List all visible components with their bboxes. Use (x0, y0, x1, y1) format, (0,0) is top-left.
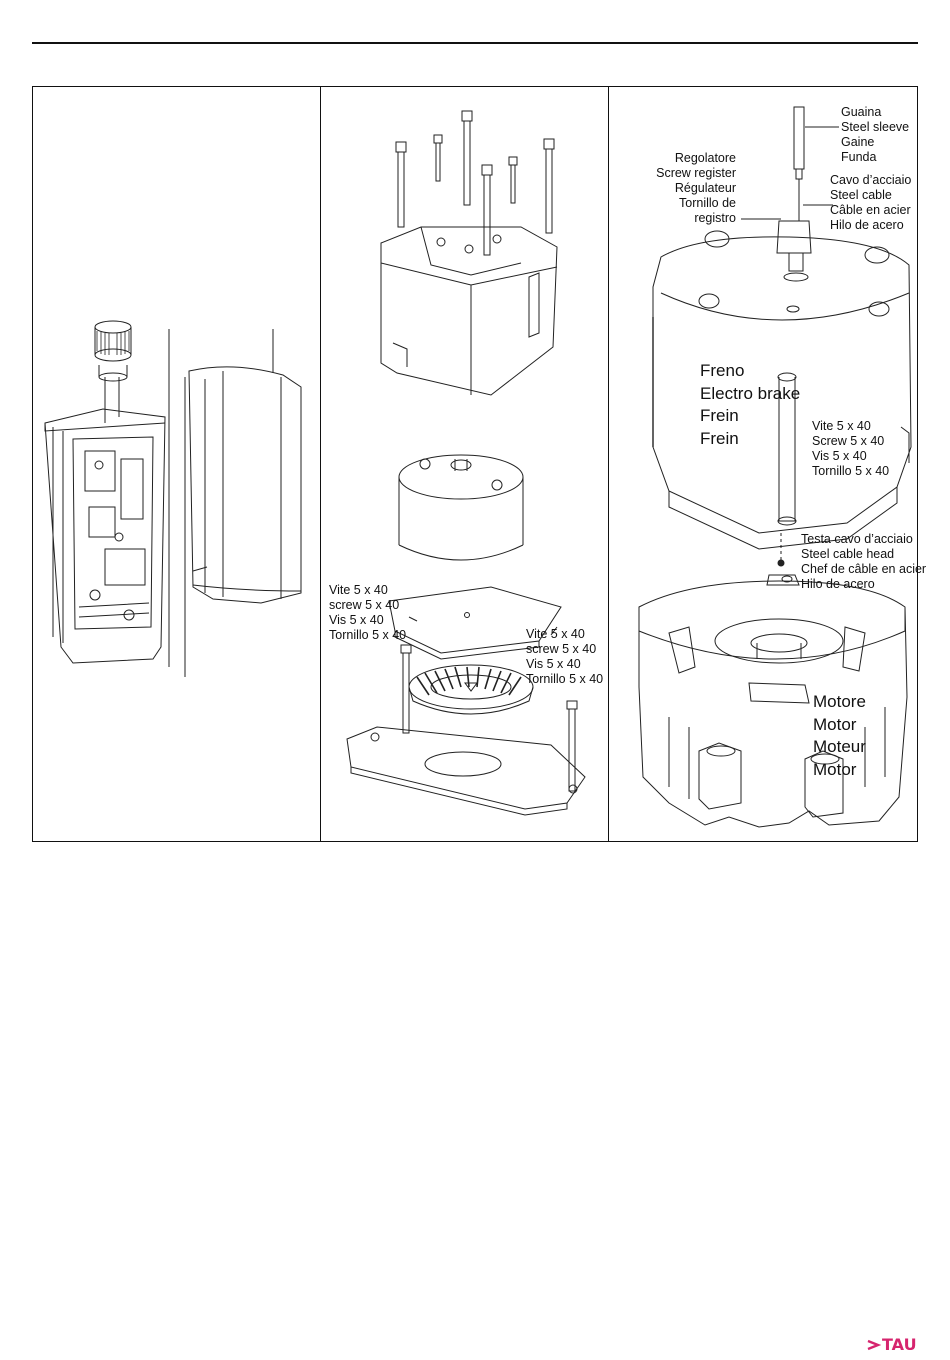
screw-label-upper: Vite 5 x 40 screw 5 x 40 Vis 5 x 40 Torn… (329, 583, 407, 642)
electro-brake-label: Freno Electro brake Frein Frein (700, 361, 801, 448)
motor-label: Motore Motor Moteur Motor (813, 692, 866, 779)
base-plate-icon (346, 726, 586, 816)
friction-plate-icon (388, 586, 562, 660)
screw-icon (400, 644, 578, 792)
screw-icon (395, 110, 555, 256)
side-cover-icon (188, 366, 302, 604)
brand-logo: TAU (882, 1335, 917, 1354)
motor-brake-drawing (638, 106, 912, 828)
steel-sleeve-icon (793, 106, 805, 221)
steel-cable-label: Cavo d’acciaio Steel cable Câble en acie… (830, 173, 912, 232)
panel-brake-assembly: Vite 5 x 40 screw 5 x 40 Vis 5 x 40 Torn… (321, 87, 608, 841)
gearbox-drawing (44, 320, 302, 677)
pinion-gear-icon (94, 320, 132, 382)
electro-brake-icon (652, 230, 912, 550)
steel-cable-head-label: Testa cavo d’acciaio Steel cable head Ch… (801, 532, 927, 591)
panel-divider (320, 87, 321, 841)
figure-frame: Vite 5 x 40 screw 5 x 40 Vis 5 x 40 Torn… (32, 86, 926, 842)
brake-screw-label: Vite 5 x 40 Screw 5 x 40 Vis 5 x 40 Torn… (812, 419, 890, 478)
header-rule (32, 42, 918, 44)
brake-assembly-drawing (346, 110, 586, 816)
bevel-gear-icon (408, 664, 534, 715)
gearbox-housing-icon (44, 377, 166, 664)
panel-divider (608, 87, 609, 841)
brake-magnet-icon (398, 454, 524, 561)
panel-motor-brake: Guaina Steel sleeve Gaine Funda Cavo d’a… (609, 87, 926, 841)
motor-icon (638, 574, 908, 828)
screw-register-icon (776, 220, 812, 282)
screw-register-label: Regolatore Screw register Régulateur Tor… (656, 151, 736, 225)
panel-gearbox (33, 87, 320, 841)
tau-logo-icon (867, 1339, 882, 1351)
brake-cover-icon (380, 226, 558, 396)
screw-label-lower: Vite 5 x 40 screw 5 x 40 Vis 5 x 40 Torn… (526, 627, 604, 686)
steel-sleeve-label: Guaina Steel sleeve Gaine Funda (841, 105, 910, 164)
